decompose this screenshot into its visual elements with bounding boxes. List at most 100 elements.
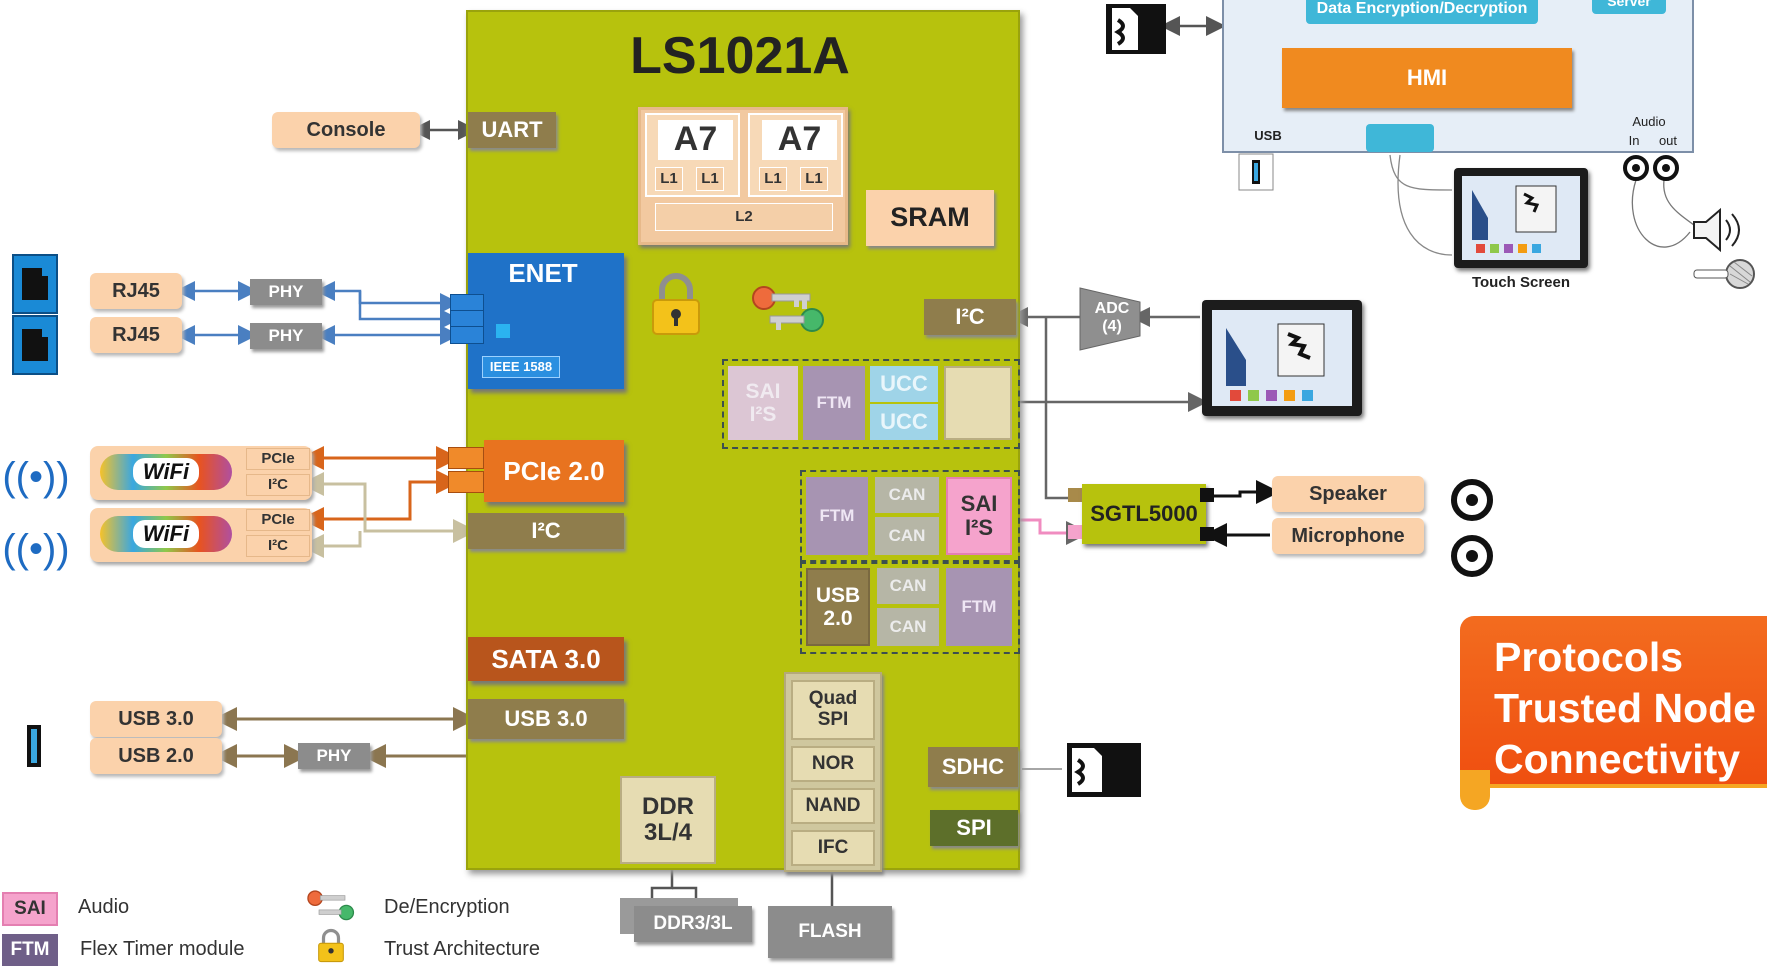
banner-line: Trusted Node [1494,685,1756,731]
wireless-icon: ((•)) [2,455,70,499]
usb3-port-block: USB 3.0 [90,701,222,737]
lcd-block [944,366,1012,440]
l1-cache: L1 [800,167,828,191]
hmi-audio-label: Audio [1632,113,1666,129]
sgtl-pin [1068,525,1082,539]
wifi-logo: WiFi [100,454,232,490]
legend-enc-text: De/Encryption [384,896,510,918]
sai-i2s-block: SAI I²S [728,366,798,440]
keys-icon [752,286,824,332]
phy-block: PHY [250,323,322,349]
enet-port [450,326,484,344]
legend-trust-text: Trust Architecture [384,938,540,960]
nor-block: NOR [791,746,875,782]
sata-block: SATA 3.0 [468,637,624,681]
l1-cache: L1 [655,167,683,191]
ftm-block: FTM [806,477,868,555]
display-content [1226,323,1325,401]
flash-block: FLASH [768,906,892,958]
sgtl-pin [1200,488,1214,502]
usb-port-icon [1238,153,1274,191]
usb2-port-block: USB 2.0 [90,738,222,774]
legend-sai-tag: SAI [2,892,58,926]
rj45-block: RJ45 [90,273,182,309]
usb-port-icon [27,725,41,767]
nand-block: NAND [791,788,875,824]
wifi-pcie-port: PCIe [246,509,310,531]
can-block: CAN [877,568,939,604]
hmi-usb-label: USB [1254,127,1282,143]
wifi-i2c-port: I²C [246,474,310,496]
wireless-icon: ((•)) [2,527,70,571]
legend-ftm-tag: FTM [2,934,58,966]
spi-block: SPI [930,810,1018,846]
encryption-block: Data Encryption/Decryption [1306,0,1538,24]
padlock-icon [652,273,700,335]
sram-block: SRAM [866,190,994,246]
legend-ftm-text: Flex Timer module [80,938,245,960]
l1-cache: L1 [759,167,787,191]
sgtl-pin [1068,488,1082,502]
rj45-block: RJ45 [90,317,182,353]
hmi-audio-in-label: In [1628,132,1640,148]
pcie-block: PCIe 2.0 [484,440,624,502]
uart-block: UART [468,112,556,148]
pcie-port [448,447,484,469]
wifi-pcie-port: PCIe [246,448,310,470]
usb2-block: USB 2.0 [806,568,870,646]
feature-banner [1460,616,1767,784]
l2-cache: L2 [655,203,833,231]
audio-jack-icon [1451,535,1493,577]
can-block: CAN [875,517,939,555]
peripheral-group-1 [722,359,1020,449]
padlock-icon [318,928,344,963]
rj45-port-icon [12,315,58,375]
audio-jack-icon [1623,155,1649,181]
i2c-right-block: I²C [924,299,1016,335]
banner-text: Protocols Trusted Node Connectivity [1494,632,1767,782]
peripheral-group-2 [800,470,1020,562]
wifi-i2c-port: I²C [246,535,310,557]
ddr-controller: DDR 3L/4 [620,776,716,864]
pcie-port [448,471,484,493]
can-block: CAN [875,477,939,513]
sai-i2s-block: SAI I²S [946,477,1012,555]
sdhc-block: SDHC [928,747,1018,787]
microphone-block: Microphone [1272,518,1424,554]
core-a7-2-label: A7 [762,120,837,160]
ieee1588-marker [496,324,510,338]
touch-screen-label: Touch Screen [1471,273,1571,291]
ucc-block: UCC [870,404,938,440]
server-block: Server [1592,0,1666,14]
wifi-logo: WiFi [100,516,232,552]
microphone-icon [1693,259,1755,289]
core-a7-1-label: A7 [658,120,733,160]
audio-jack-icon [1653,155,1679,181]
phy-block: PHY [250,279,322,305]
touch-screen-content [1462,176,1580,260]
enet-label: ENET [508,257,578,288]
peripheral-group-3 [800,562,1020,654]
banner-line: Protocols [1494,634,1684,680]
wifi-logo-text: WiFi [132,519,200,549]
adc-block [1079,287,1141,351]
ucc-block: UCC [870,366,938,402]
usb3-block: USB 3.0 [468,699,624,739]
banner-curl [1460,770,1490,810]
l1-cache: L1 [696,167,724,191]
i2c-left-block: I²C [468,513,624,549]
ieee1588-label: IEEE 1588 [482,356,560,378]
ftm-block: FTM [946,568,1012,646]
audio-jack-icon [1451,479,1493,521]
sgtl-pin [1200,527,1214,541]
legend-sai-text: Audio [78,896,130,918]
usb-phy-block: PHY [298,743,370,769]
sd-card-icon [1106,4,1166,54]
speaker-icon [1693,207,1740,253]
sd-card-icon [1065,741,1143,799]
console-block: Console [272,112,420,148]
banner-line: Connectivity [1494,736,1741,782]
speaker-block: Speaker [1272,476,1424,512]
chip-title: LS1021A [630,27,850,86]
ifc-block: IFC [791,830,875,866]
